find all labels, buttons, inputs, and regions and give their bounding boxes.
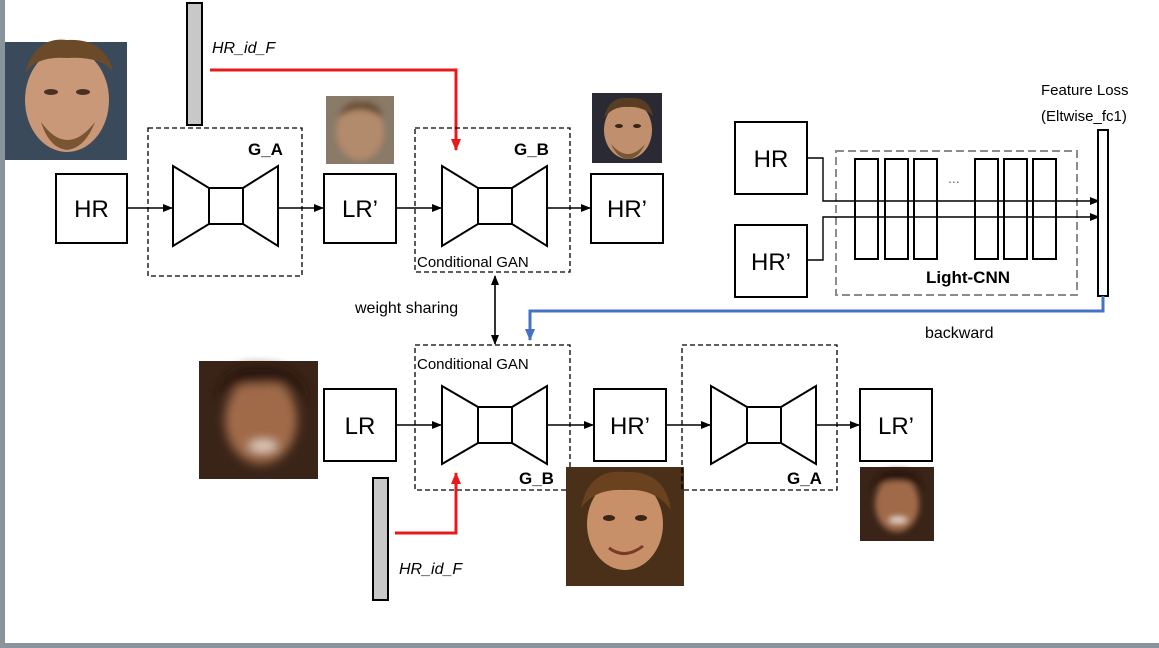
top-lr-output-label: LR’	[342, 196, 378, 223]
top-hr-input-label: HR	[74, 196, 109, 223]
weight-sharing-label: weight sharing	[354, 300, 458, 317]
lightcnn-network-label: Light-CNN	[926, 268, 1010, 287]
top-gan-caption: Conditional GAN	[417, 254, 529, 271]
top-generator-b-label: G_B	[514, 140, 549, 159]
top-lr-face-photo	[326, 96, 394, 164]
lightcnn-feature-arrows	[807, 157, 1100, 261]
bottom-gan-caption: Conditional GAN	[417, 356, 529, 373]
feature-loss-bar	[1097, 129, 1109, 297]
top-generator-a-encoder-decoder	[172, 164, 279, 248]
top-hr-output-label: HR’	[607, 196, 647, 223]
bottom-generator-b-label: G_B	[519, 469, 554, 488]
bottom-lr-input-label: LR	[345, 413, 376, 440]
top-condition-arrow	[210, 68, 461, 151]
lightcnn-hr-label: HR	[754, 146, 789, 173]
bottom-condition-arrow	[395, 472, 461, 535]
architecture-diagram: HR_id_F HR G_A LR’ G_B Conditional GAN H…	[5, 2, 1129, 601]
lightcnn-hr-box	[734, 121, 808, 195]
bottom-generator-b-encoder-decoder	[441, 384, 548, 466]
bottom-lr-face-photo	[860, 467, 934, 541]
top-hr-face-photo	[592, 93, 662, 163]
top-lr-output-box	[323, 173, 397, 244]
bottom-lr-output-label: LR’	[878, 413, 914, 440]
bottom-condition-feature-bar	[372, 477, 389, 601]
bottom-hr-output-label: HR’	[610, 413, 650, 440]
bottom-lr-input-box	[323, 388, 397, 462]
top-generator-b-encoder-decoder	[441, 164, 548, 248]
lightcnn-frame	[835, 150, 1078, 296]
bottom-hr-output-box	[593, 388, 667, 462]
bottom-generator-a-frame	[681, 344, 838, 491]
bottom-lr-output-box	[859, 388, 933, 462]
top-generator-a-label: G_A	[248, 140, 283, 159]
lightcnn-hr-prime-label: HR’	[751, 249, 791, 276]
bottom-hr-face-photo	[566, 467, 684, 586]
bottom-generator-a-label: G_A	[787, 469, 822, 488]
diagram-canvas: HR_id_F HR G_A LR’ G_B Conditional GAN H…	[5, 0, 1159, 643]
backward-label: backward	[925, 325, 993, 342]
top-input-face-photo	[5, 39, 127, 160]
top-hr-output-box	[590, 173, 664, 244]
top-hr-input-box	[55, 173, 128, 244]
bottom-generator-b-frame	[414, 344, 571, 491]
lightcnn-layers	[854, 158, 1057, 260]
bottom-generator-a-encoder-decoder	[710, 384, 817, 466]
top-generator-a-frame	[147, 127, 303, 277]
lightcnn-hr-prime-box	[734, 224, 808, 298]
top-condition-feature-bar	[186, 2, 203, 126]
feature-loss-layer: (Eltwise_fc1)	[1041, 108, 1127, 125]
top-condition-label: HR_id_F	[212, 40, 276, 57]
bottom-input-face-photo	[199, 361, 318, 479]
lightcnn-ellipsis: ...	[948, 170, 960, 186]
feature-loss-title: Feature Loss	[1041, 82, 1129, 99]
backward-arrow	[525, 296, 1105, 341]
bottom-condition-label: HR_id_F	[399, 561, 463, 578]
top-generator-b-frame	[414, 127, 571, 273]
